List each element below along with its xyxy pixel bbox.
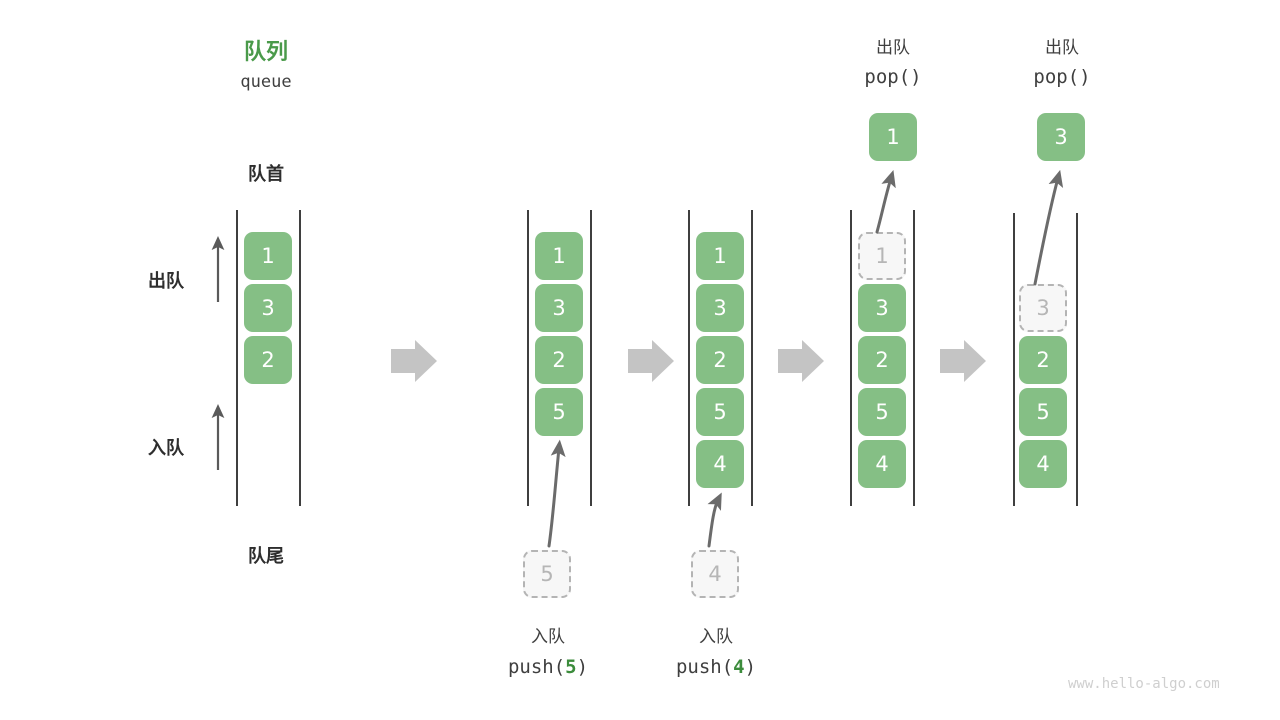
rail-right xyxy=(1076,213,1078,506)
queue-cell: 4 xyxy=(696,440,744,488)
queue-cell: 2 xyxy=(696,336,744,384)
push-motion-arrow-4 xyxy=(707,492,722,548)
queue-cell: 3 xyxy=(696,284,744,332)
flow-arrow-step-3-to-4 xyxy=(778,340,824,382)
rail-left xyxy=(236,210,238,506)
queue-cell: 4 xyxy=(858,440,906,488)
code-suffix: ) xyxy=(576,656,589,678)
diagram-title-cn: 队列 xyxy=(243,40,288,65)
operation-label-cn: 入队 xyxy=(531,627,565,647)
incoming-element-ghost: 5 xyxy=(523,550,571,598)
queue-cell: 5 xyxy=(535,388,583,436)
flow-arrow-step-1-to-2 xyxy=(391,340,437,382)
queue-cell: 2 xyxy=(858,336,906,384)
queue-cell: 5 xyxy=(696,388,744,436)
rail-right xyxy=(299,210,301,506)
queue-cell: 4 xyxy=(1019,440,1067,488)
operation-label-cn: 出队 xyxy=(876,38,910,58)
watermark: www.hello-algo.com xyxy=(1068,676,1220,692)
operation-label-cn: 入队 xyxy=(699,627,733,647)
queue-cell: 5 xyxy=(1019,388,1067,436)
code-argument: 5 xyxy=(565,656,577,678)
code-argument: 4 xyxy=(733,656,745,678)
code-prefix: push( xyxy=(507,656,566,678)
operation-label-code: push(4) xyxy=(636,656,796,678)
rail-left xyxy=(688,210,690,506)
queue-cell: 3 xyxy=(244,284,292,332)
dequeue-direction-label: 出队 xyxy=(148,271,184,292)
queue-cell: 5 xyxy=(858,388,906,436)
flow-arrow-step-4-to-5 xyxy=(940,340,986,382)
pop-motion-arrow-1 xyxy=(875,169,896,234)
code-suffix: ) xyxy=(744,656,757,678)
rail-right xyxy=(751,210,753,506)
queue-cell: 2 xyxy=(1019,336,1067,384)
rail-left xyxy=(527,210,529,506)
flow-arrow-step-2-to-3 xyxy=(628,340,674,382)
queue-cell: 1 xyxy=(696,232,744,280)
rail-left xyxy=(850,210,852,506)
queue-cell: 2 xyxy=(244,336,292,384)
queue-front-label: 队首 xyxy=(248,164,284,185)
pop-motion-arrow-3 xyxy=(1033,169,1064,286)
rail-right xyxy=(590,210,592,506)
incoming-element-ghost: 4 xyxy=(691,550,739,598)
rail-left xyxy=(1013,213,1015,506)
operation-label-code: push(5) xyxy=(468,656,628,678)
queue-cell: 3 xyxy=(858,284,906,332)
diagram-title-en: queue xyxy=(240,72,292,92)
queue-rear-label: 队尾 xyxy=(248,546,284,567)
queue-cell: 1 xyxy=(535,232,583,280)
operation-label-code: pop() xyxy=(864,66,922,88)
operation-label-code: pop() xyxy=(1033,66,1091,88)
queue-cell-ghost: 1 xyxy=(858,232,906,280)
push-motion-arrow-5 xyxy=(547,439,566,548)
operation-label-cn: 出队 xyxy=(1045,38,1079,58)
code-prefix: push( xyxy=(675,656,734,678)
queue-cell: 2 xyxy=(535,336,583,384)
rail-right xyxy=(913,210,915,506)
enqueue-direction-label: 入队 xyxy=(148,438,184,459)
popped-element: 3 xyxy=(1037,113,1085,161)
popped-element: 1 xyxy=(869,113,917,161)
queue-cell-ghost: 3 xyxy=(1019,284,1067,332)
queue-cell: 3 xyxy=(535,284,583,332)
queue-cell: 1 xyxy=(244,232,292,280)
